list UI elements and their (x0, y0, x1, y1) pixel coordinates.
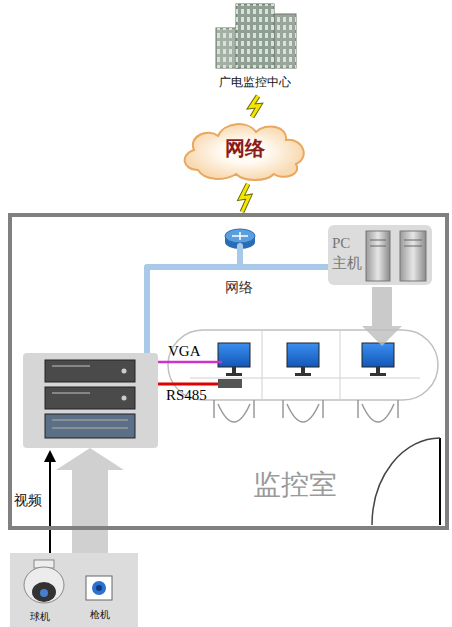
signal-label: RS485 (166, 387, 207, 404)
camera-panel (10, 553, 138, 627)
cloud-node: 网络 (178, 118, 312, 182)
building-icon (216, 4, 296, 68)
node-text: 网络 (178, 135, 312, 163)
dome-camera-icon (24, 560, 64, 603)
camera-group: 球机 枪机 (10, 553, 138, 627)
flow-arrow (362, 287, 402, 346)
monitor-icon (218, 343, 394, 376)
pc-panel (328, 225, 432, 285)
flow-arrow (56, 448, 124, 553)
lightning-link (241, 184, 249, 212)
node-text: 监控室 (253, 468, 337, 502)
bullet-camera-icon (86, 576, 112, 600)
rs485-cable (158, 383, 218, 386)
node-text: 枪机 (90, 609, 110, 621)
rack-panel (23, 353, 158, 448)
vga-cable (158, 361, 222, 364)
building-node: 广电监控中心 (205, 0, 305, 94)
arrow-head (44, 450, 56, 462)
signal-label: 网络 (225, 279, 253, 296)
door (439, 438, 441, 525)
node-text: PC 主机 (332, 233, 368, 273)
signal-label: 视频 (14, 492, 42, 509)
keyboard-icon (218, 379, 242, 388)
rack-device (45, 360, 135, 438)
node-text: 球机 (30, 611, 50, 623)
pc-host-box: PC 主机 (328, 225, 432, 285)
server-icon (400, 231, 426, 281)
lightning-link (251, 96, 259, 117)
room-region: 监控室 PC 主机 (8, 213, 449, 530)
signal-label: VGA (168, 343, 201, 360)
chair-icon (214, 400, 398, 422)
video-arrow (49, 460, 51, 553)
server-icon (366, 231, 390, 281)
node-text: 广电监控中心 (205, 74, 305, 90)
door-swing (372, 438, 440, 525)
desk (168, 330, 438, 400)
